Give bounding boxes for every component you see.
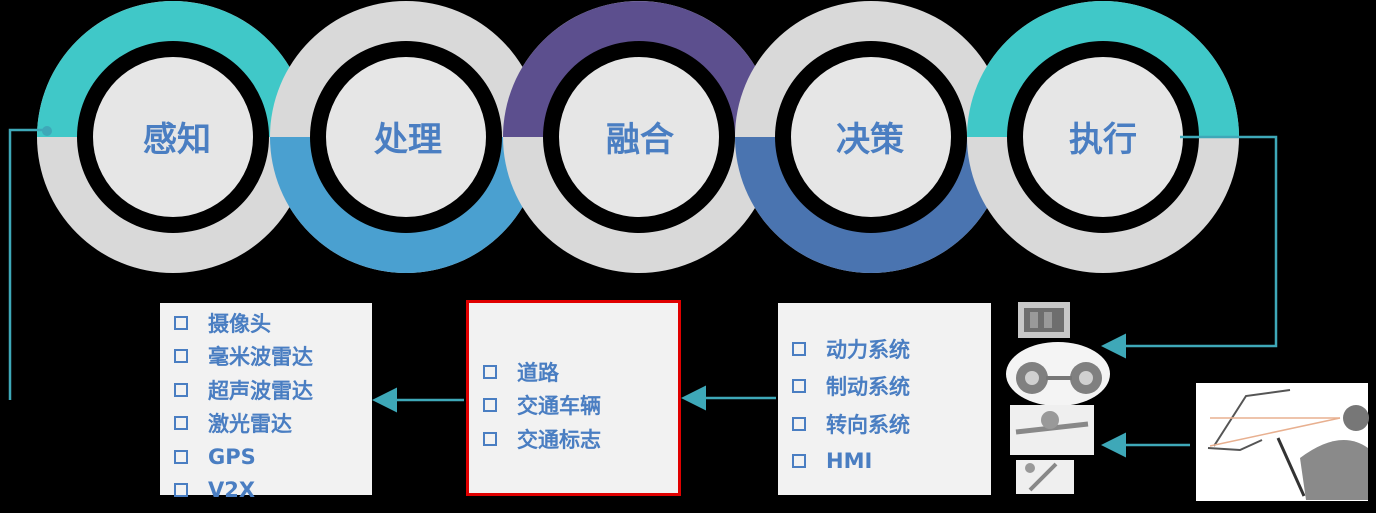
driver-hmi-icon bbox=[1196, 383, 1369, 501]
sensor-label: 超声波雷达 bbox=[208, 378, 313, 403]
list-item: 交通标志 bbox=[483, 422, 678, 456]
checkbox-square-icon bbox=[792, 454, 806, 469]
connector-dot bbox=[42, 126, 52, 136]
list-item: 摄像头 bbox=[174, 306, 372, 340]
checkbox-square-icon bbox=[792, 341, 806, 356]
stage-label-fusion: 融合 bbox=[606, 120, 674, 160]
list-item: 转向系统 bbox=[792, 405, 991, 443]
stage-label-decision: 决策 bbox=[836, 120, 904, 160]
execution-to-actuators-connector bbox=[1101, 135, 1278, 359]
list-item: 毫米波雷达 bbox=[174, 340, 372, 374]
ring-3-fusion bbox=[503, 1, 775, 273]
environment-list-box: 道路 交通车辆 交通标志 bbox=[466, 300, 681, 496]
checkbox-square-icon bbox=[174, 349, 188, 364]
ring-2-processing bbox=[270, 1, 542, 273]
ring-1-perception bbox=[37, 1, 309, 273]
list-item: 交通车辆 bbox=[483, 389, 678, 423]
environment-label: 交通标志 bbox=[517, 427, 601, 452]
actuator-label: 动力系统 bbox=[826, 337, 910, 362]
checkbox-square-icon bbox=[174, 416, 188, 431]
sensor-label: 激光雷达 bbox=[208, 412, 292, 437]
sensor-list-box: 摄像头 毫米波雷达 超声波雷达 激光雷达 GPS V2X bbox=[160, 303, 372, 502]
checkbox-square-icon bbox=[792, 416, 806, 431]
environment-label: 交通车辆 bbox=[517, 394, 601, 419]
list-item: 制动系统 bbox=[792, 368, 991, 406]
actuator-label: 制动系统 bbox=[826, 375, 910, 400]
list-item: HMI bbox=[792, 443, 991, 481]
sensor-label: 摄像头 bbox=[208, 311, 271, 336]
checkbox-square-icon bbox=[174, 382, 188, 397]
actuator-label: HMI bbox=[826, 449, 873, 474]
feedback-connector bbox=[8, 128, 46, 400]
stage-label-processing: 处理 bbox=[373, 120, 442, 160]
actuator-label: 转向系统 bbox=[826, 412, 910, 437]
actuator-list-box: 动力系统 制动系统 转向系统 HMI bbox=[778, 303, 991, 495]
steering-system-icon bbox=[1010, 405, 1094, 494]
list-item: 道路 bbox=[483, 355, 678, 389]
checkbox-square-icon bbox=[174, 449, 188, 464]
list-item: 激光雷达 bbox=[174, 407, 372, 441]
checkbox-square-icon bbox=[483, 431, 497, 446]
checkbox-square-icon bbox=[174, 483, 188, 498]
checkbox-square-icon bbox=[174, 315, 188, 330]
list-item: 动力系统 bbox=[792, 330, 991, 368]
suspension-icon bbox=[1006, 342, 1110, 406]
sensor-label: GPS bbox=[208, 444, 256, 469]
stage-label-perception: 感知 bbox=[143, 120, 211, 160]
sensor-label: 毫米波雷达 bbox=[208, 345, 313, 370]
checkbox-square-icon bbox=[483, 398, 497, 413]
checkbox-square-icon bbox=[792, 379, 806, 394]
ring-5-execution bbox=[967, 1, 1239, 273]
environment-label: 道路 bbox=[517, 360, 559, 385]
engine-icon bbox=[1018, 302, 1070, 338]
stage-label-execution: 执行 bbox=[1069, 120, 1137, 160]
sensor-label: V2X bbox=[208, 478, 256, 503]
list-item: GPS bbox=[174, 440, 372, 474]
list-item: V2X bbox=[174, 474, 372, 508]
list-item: 超声波雷达 bbox=[174, 373, 372, 407]
checkbox-square-icon bbox=[483, 364, 497, 379]
ring-4-decision bbox=[735, 1, 1007, 273]
